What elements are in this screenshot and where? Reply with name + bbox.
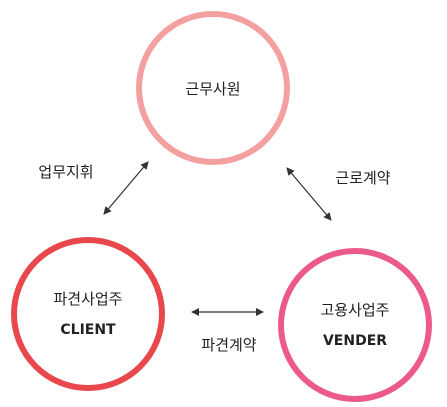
node-vender: 고용사업주 VENDER — [278, 248, 432, 402]
node-vender-label: 고용사업주 — [320, 301, 389, 319]
node-client-circle — [11, 237, 165, 391]
node-employee-circle — [136, 11, 290, 165]
edge-labor-contract: 근로계약 — [286, 167, 391, 221]
node-employee: 근무사원 — [136, 11, 290, 165]
node-client-label: 파견사업주 — [53, 290, 122, 308]
node-client: 파견사업주 CLIENT — [11, 237, 165, 391]
edge-work-direction-label: 업무지휘 — [38, 163, 93, 181]
edge-dispatch-contract-label: 파견계약 — [201, 336, 256, 354]
edge-labor-contract-label: 근로계약 — [335, 169, 390, 187]
edge-work-direction: 업무지휘 — [38, 161, 149, 215]
node-client-sublabel: CLIENT — [60, 322, 116, 338]
edge-dispatch-contract: 파견계약 — [191, 308, 264, 354]
node-vender-sublabel: VENDER — [323, 333, 387, 349]
edge-work-direction-arrow — [103, 161, 149, 215]
node-vender-circle — [278, 248, 432, 402]
node-employee-label: 근무사원 — [185, 80, 240, 98]
edge-labor-contract-arrow — [286, 167, 332, 221]
